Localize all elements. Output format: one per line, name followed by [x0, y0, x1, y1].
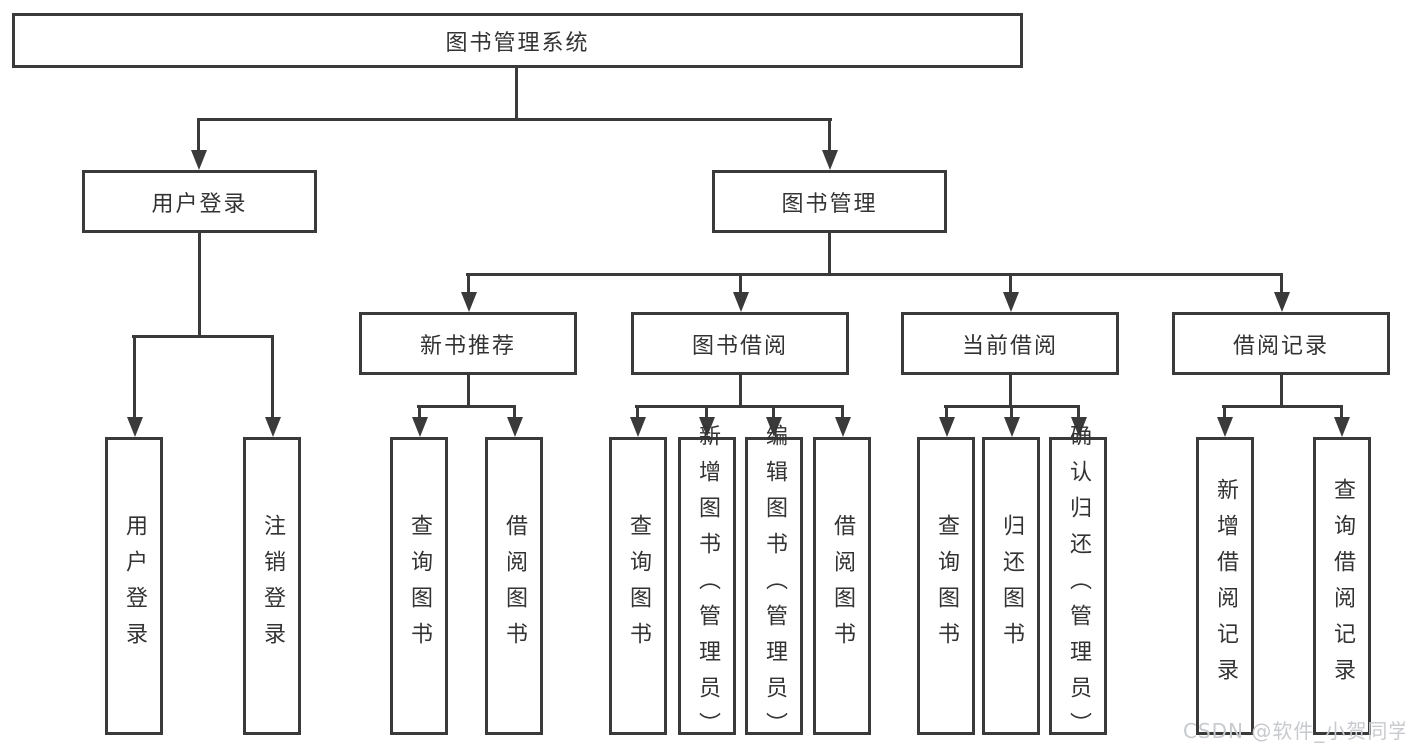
connector-arrow-borrowing-query — [629, 407, 646, 437]
connector-arrow-current-confirm — [1070, 407, 1087, 437]
connector-current-hline — [944, 405, 1080, 408]
leaf-label: 借阅图书 — [830, 514, 855, 658]
leaf-recommend-query-books: 查询图书 — [390, 437, 448, 735]
node-book-management: 图书管理 — [712, 170, 947, 233]
connector-book-management-stem — [828, 233, 831, 275]
connector-arrow-current-query — [938, 407, 955, 437]
leaf-current-confirm-return-admin: 确认归还（管理员） — [1049, 424, 1107, 747]
node-label: 当前借阅 — [961, 333, 1058, 359]
connector-arrow-book-management — [821, 120, 838, 170]
node-book-borrowing: 图书借阅 — [631, 312, 849, 375]
connector-user-login-stem — [198, 233, 201, 337]
connector-arrow-borrowing-add — [698, 407, 715, 437]
connector-arrow-current-return — [1003, 407, 1020, 437]
leaf-logout: 注销登录 — [243, 437, 301, 735]
connector-root-stem — [515, 68, 518, 121]
connector-arrow-borrowing-records — [1273, 275, 1290, 312]
leaf-label: 新增图书（管理员） — [695, 424, 720, 747]
leaf-label: 注销登录 — [260, 514, 285, 658]
leaf-recommend-borrow-books: 借阅图书 — [485, 437, 543, 735]
connector-user-login-hline — [132, 335, 274, 338]
leaf-label: 查询图书 — [626, 514, 651, 658]
node-label: 图书管理 — [781, 191, 878, 217]
connector-arrow-borrowing-edit — [765, 407, 782, 437]
connector-current-stem — [1009, 375, 1012, 407]
connector-borrowing-hline — [635, 405, 844, 408]
leaf-label: 查询图书 — [934, 514, 959, 658]
connector-arrow-records-add — [1216, 407, 1233, 437]
leaf-label: 用户登录 — [122, 514, 147, 658]
node-current-borrowing: 当前借阅 — [901, 312, 1119, 375]
connector-arrow-leaf-logout — [264, 337, 281, 437]
connector-root-hline — [197, 118, 832, 121]
leaf-records-query-record: 查询借阅记录 — [1313, 437, 1371, 735]
connector-records-hline — [1222, 405, 1343, 408]
node-label: 图书管理系统 — [445, 30, 590, 56]
connector-arrow-recommend-query — [411, 407, 428, 437]
connector-arrow-records-query — [1333, 407, 1350, 437]
leaf-borrowing-add-books-admin: 新增图书（管理员） — [678, 424, 736, 747]
node-user-login: 用户登录 — [82, 170, 317, 233]
leaf-label: 借阅图书 — [502, 514, 527, 658]
leaf-records-add-record: 新增借阅记录 — [1196, 437, 1254, 735]
watermark: CSDN @软件_小贺同学 — [1183, 719, 1405, 743]
connector-recommend-hline — [417, 405, 516, 408]
leaf-label: 新增借阅记录 — [1213, 478, 1238, 694]
connector-arrow-leaf-user-login — [126, 337, 143, 437]
connector-borrowing-stem — [739, 375, 742, 407]
leaf-label: 归还图书 — [999, 514, 1024, 658]
connector-arrow-new-book-recommend — [460, 275, 477, 312]
node-borrowing-records: 借阅记录 — [1172, 312, 1390, 375]
leaf-current-return-books: 归还图书 — [982, 437, 1040, 735]
node-label: 新书推荐 — [419, 333, 516, 359]
node-label: 图书借阅 — [691, 333, 788, 359]
connector-arrow-recommend-borrow — [506, 407, 523, 437]
connector-book-management-hline — [466, 273, 1283, 276]
leaf-label: 查询借阅记录 — [1330, 478, 1355, 694]
leaf-user-login: 用户登录 — [105, 437, 163, 735]
node-label: 借阅记录 — [1232, 333, 1329, 359]
connector-arrow-current-borrowing — [1002, 275, 1019, 312]
leaf-borrowing-borrow-books: 借阅图书 — [813, 437, 871, 735]
leaf-label: 确认归还（管理员） — [1066, 424, 1091, 747]
leaf-borrowing-query-books: 查询图书 — [609, 437, 667, 735]
leaf-current-query-books: 查询图书 — [917, 437, 975, 735]
leaf-label: 编辑图书（管理员） — [762, 424, 787, 747]
connector-arrow-book-borrowing — [732, 275, 749, 312]
node-library-management-system: 图书管理系统 — [12, 13, 1023, 68]
connector-arrow-borrowing-borrow — [834, 407, 851, 437]
node-new-book-recommend: 新书推荐 — [359, 312, 577, 375]
connector-records-stem — [1280, 375, 1283, 407]
connector-arrow-user-login — [190, 120, 207, 170]
leaf-borrowing-edit-books-admin: 编辑图书（管理员） — [745, 424, 803, 747]
leaf-label: 查询图书 — [407, 514, 432, 658]
connector-recommend-stem — [467, 375, 470, 407]
node-label: 用户登录 — [151, 191, 248, 217]
